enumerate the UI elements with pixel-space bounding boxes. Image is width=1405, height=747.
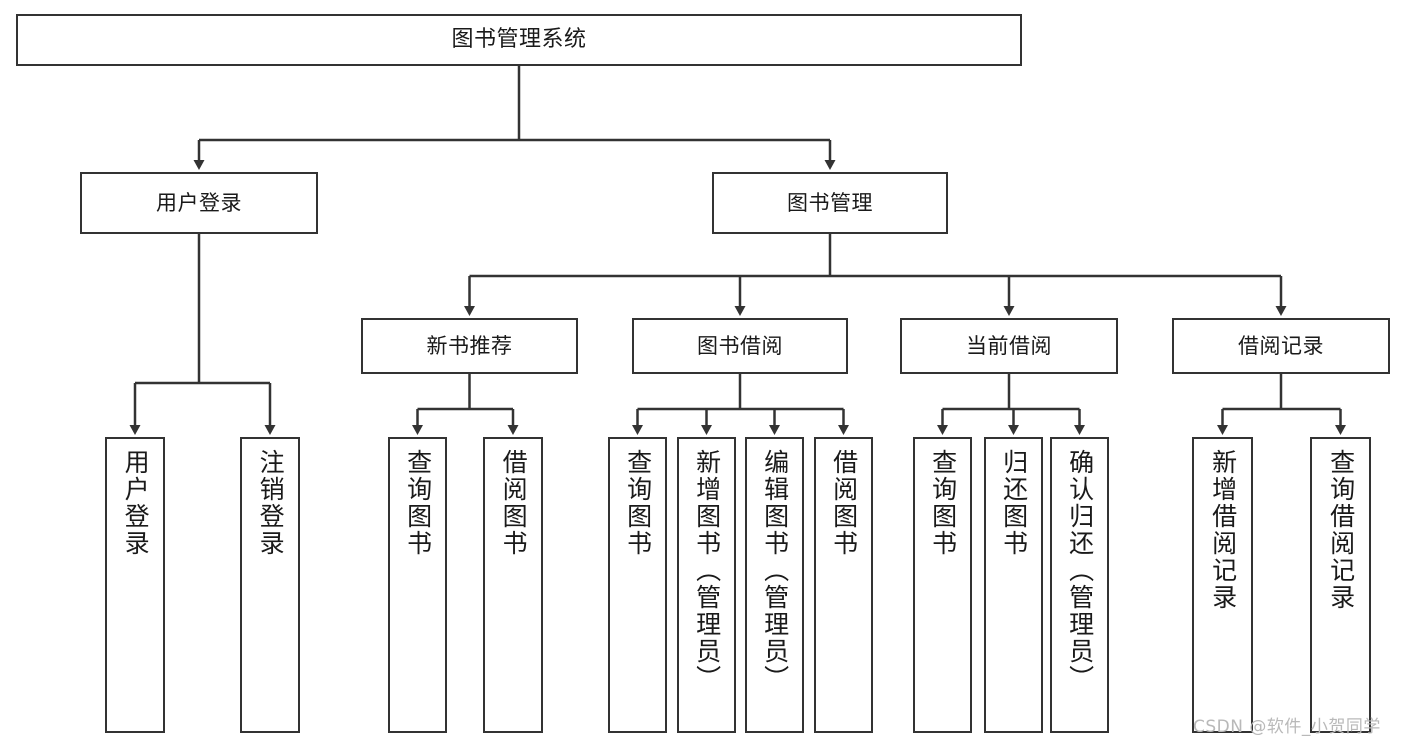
leaf-label-2: 查询图书 [403, 449, 433, 557]
root-box-0[interactable]: 图书管理系统 [16, 14, 1022, 66]
leaf-box-11[interactable]: 新增借阅记录 [1192, 437, 1253, 733]
level3-box-2[interactable]: 当前借阅 [900, 318, 1118, 374]
level3-box-0[interactable]: 新书推荐 [361, 318, 578, 374]
root-label-0: 图书管理系统 [451, 27, 587, 53]
leaf-box-6[interactable]: 编辑图书（管理员） [745, 437, 804, 733]
leaf-label-4: 查询图书 [623, 449, 653, 557]
level2-label-1: 图书管理 [787, 190, 873, 215]
level2-box-1[interactable]: 图书管理 [712, 172, 948, 234]
leaf-box-1[interactable]: 注销登录 [240, 437, 300, 733]
leaf-label-3: 借阅图书 [499, 449, 529, 557]
leaf-label-8: 查询图书 [928, 449, 958, 557]
leaf-label-1: 注销登录 [256, 449, 286, 557]
leaf-box-12[interactable]: 查询借阅记录 [1310, 437, 1371, 733]
level3-label-1: 图书借阅 [697, 333, 783, 358]
leaf-box-10[interactable]: 确认归还（管理员） [1050, 437, 1109, 733]
level3-label-3: 借阅记录 [1238, 333, 1324, 358]
leaf-box-8[interactable]: 查询图书 [913, 437, 972, 733]
leaf-box-0[interactable]: 用户登录 [105, 437, 165, 733]
leaf-box-2[interactable]: 查询图书 [388, 437, 447, 733]
leaf-box-3[interactable]: 借阅图书 [483, 437, 543, 733]
leaf-box-5[interactable]: 新增图书（管理员） [677, 437, 736, 733]
leaf-label-12: 查询借阅记录 [1326, 449, 1356, 611]
leaf-label-5: 新增图书（管理员） [692, 449, 722, 692]
level3-label-2: 当前借阅 [966, 333, 1052, 358]
leaf-label-7: 借阅图书 [829, 449, 859, 557]
leaf-label-9: 归还图书 [999, 449, 1029, 557]
level3-box-1[interactable]: 图书借阅 [632, 318, 848, 374]
level3-label-0: 新书推荐 [426, 333, 513, 358]
leaf-label-6: 编辑图书（管理员） [760, 449, 790, 692]
leaf-label-10: 确认归还（管理员） [1065, 449, 1095, 692]
level2-box-0[interactable]: 用户登录 [80, 172, 318, 234]
level3-box-3[interactable]: 借阅记录 [1172, 318, 1390, 374]
level2-label-0: 用户登录 [156, 190, 242, 215]
leaf-box-9[interactable]: 归还图书 [984, 437, 1043, 733]
leaf-label-0: 用户登录 [121, 449, 151, 557]
leaf-label-11: 新增借阅记录 [1208, 449, 1238, 611]
leaf-box-7[interactable]: 借阅图书 [814, 437, 873, 733]
csdn-watermark: CSDN @软件_小贺同学 [1193, 717, 1381, 737]
leaf-box-4[interactable]: 查询图书 [608, 437, 667, 733]
